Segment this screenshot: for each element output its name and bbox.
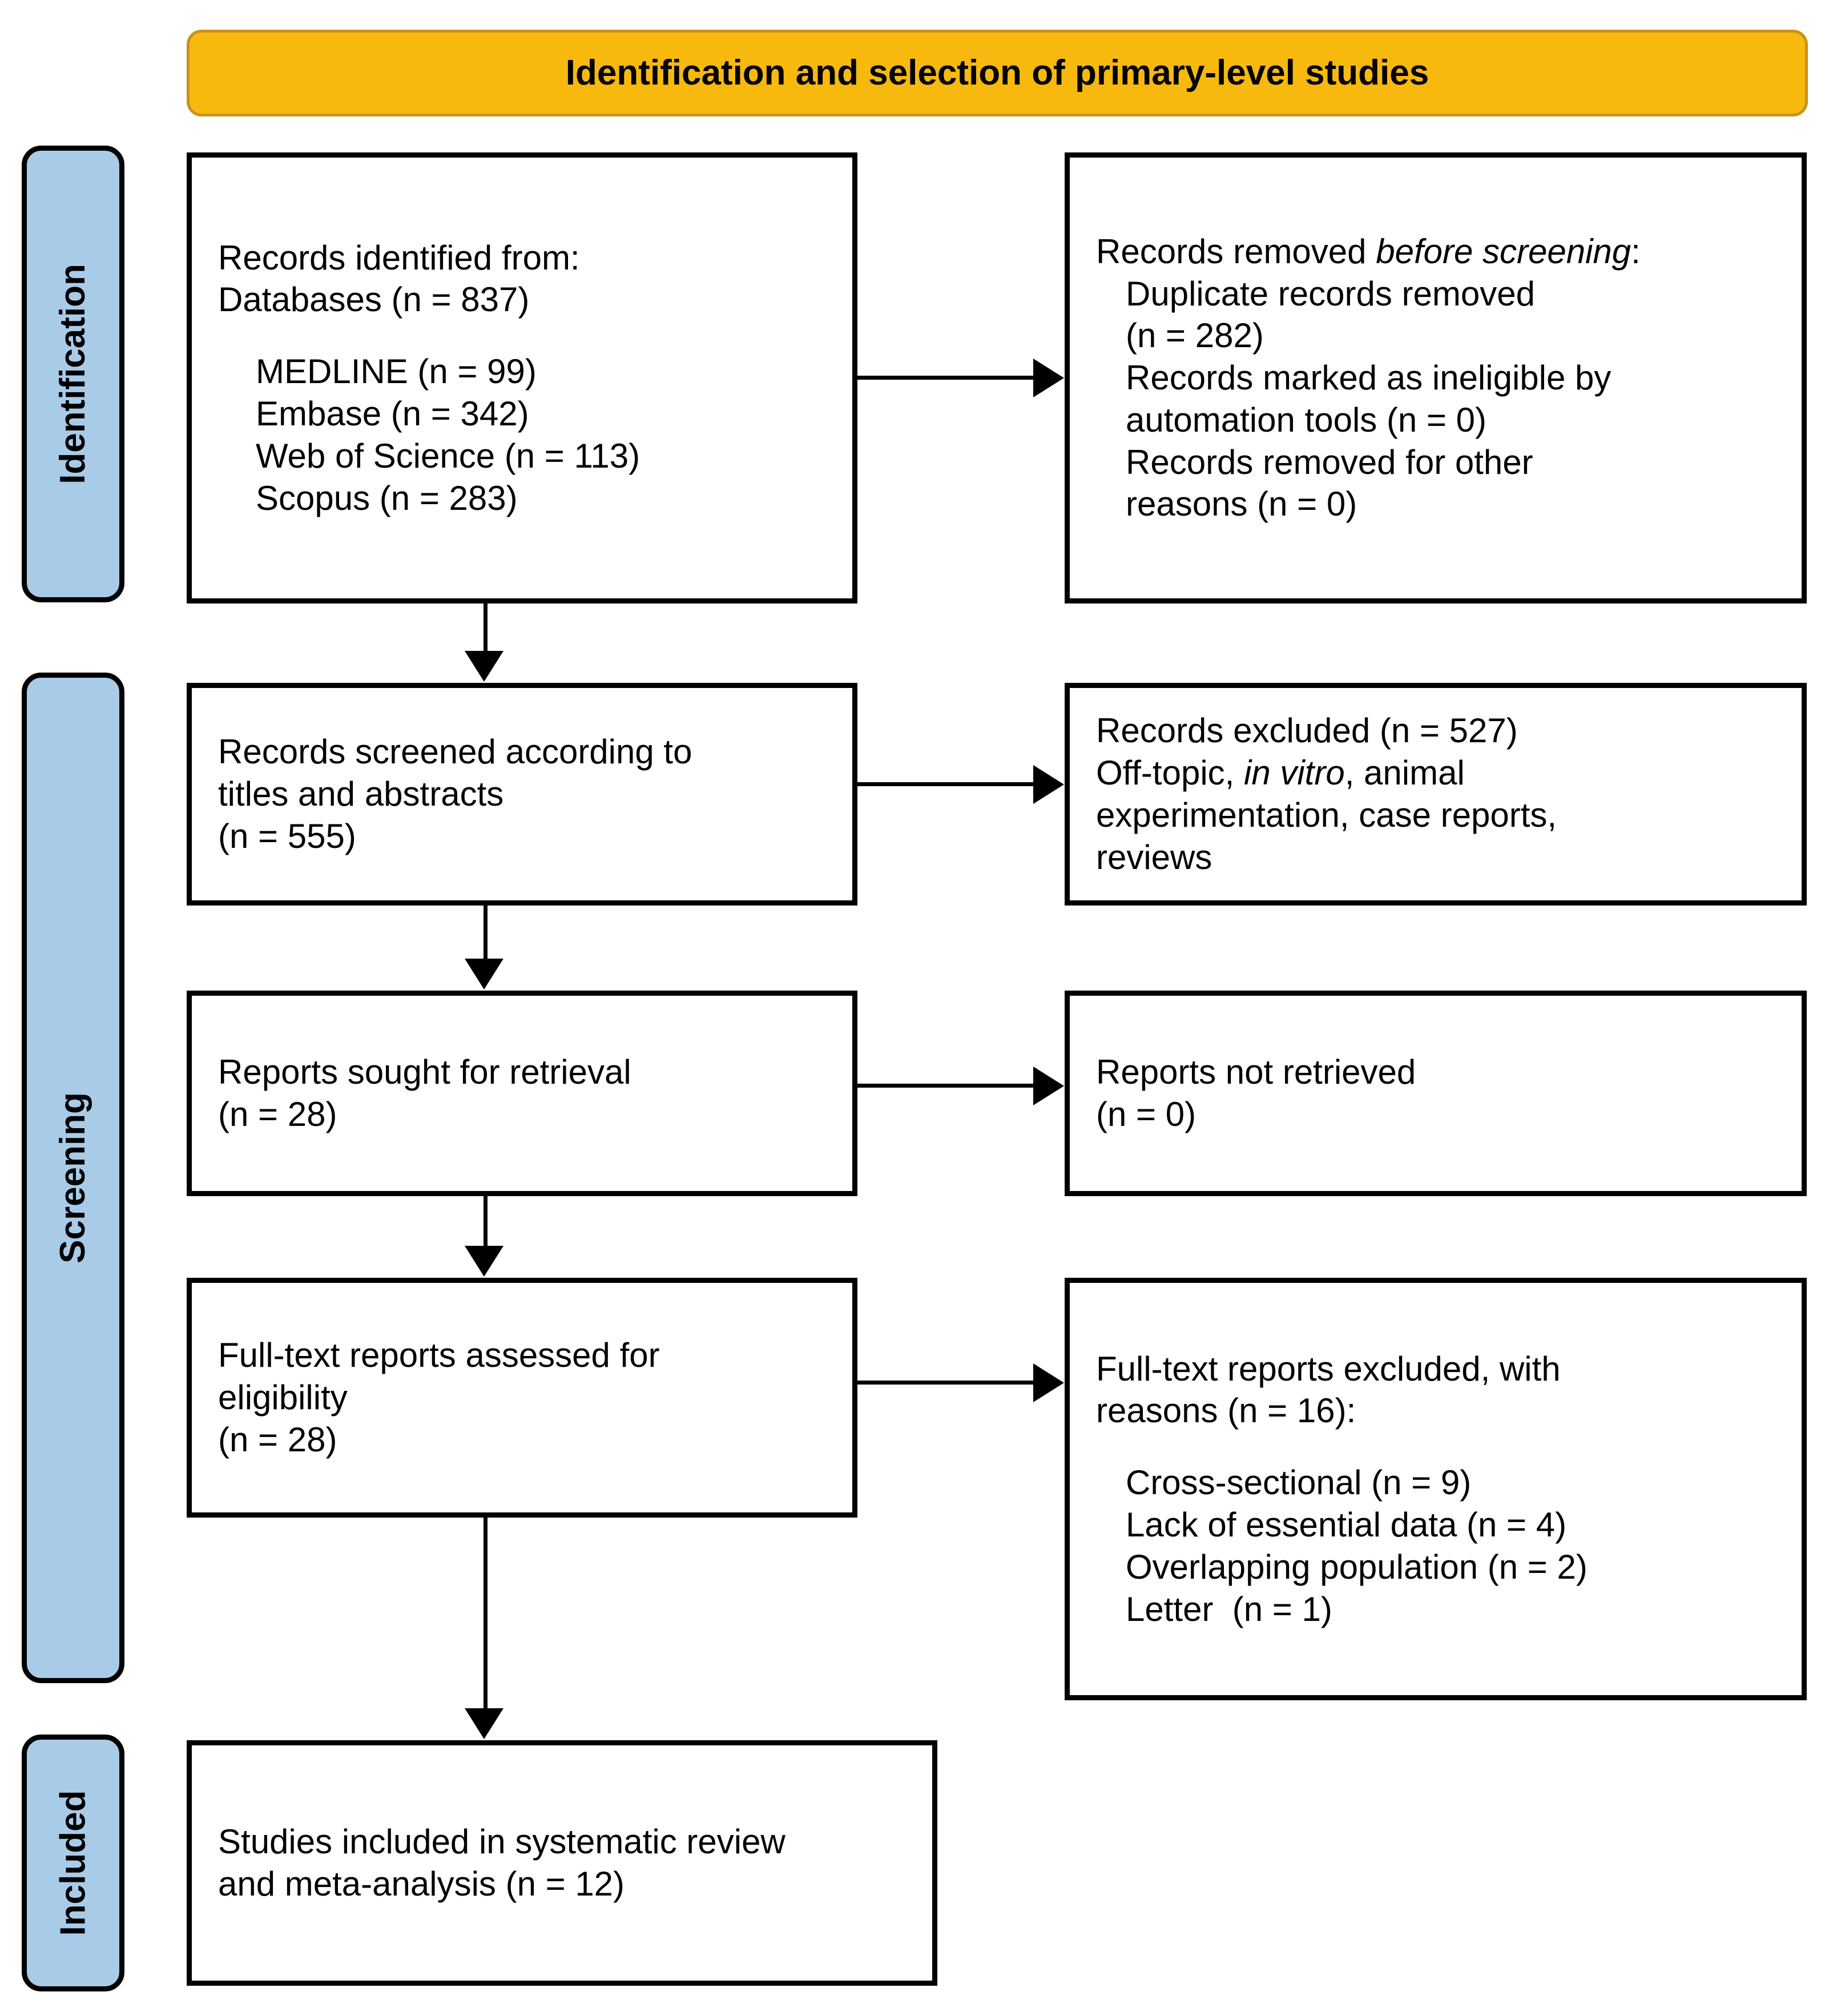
removed-item-automation: Records marked as ineligible by [1126,359,1612,397]
connector-eligibility-to-included-line [484,1518,488,1709]
exclusion-reason-lack-of-data: Lack of essential data (n = 4) [1126,1506,1567,1544]
source-web-of-science: Web of Science (n = 113) [256,436,640,475]
records-screened-line-1: Records screened according to [218,733,692,771]
excluded-reason-post: , animal [1344,754,1465,792]
reports-not-retrieved-label: Reports not retrieved [1096,1053,1416,1092]
connector-screened-to-sought-line [484,906,488,960]
arrow-down-icon-sought-to-eligibility [465,1246,503,1277]
records-screened-line-2: titles and abstracts [218,775,504,814]
exclusion-reason-letter: Letter (n = 1) [1126,1590,1332,1628]
records-screened-count: (n = 555) [218,816,356,855]
studies-included-line-1: Studies included in systematic review [218,1822,785,1861]
removed-item-other-count: reasons (n = 0) [1126,485,1357,524]
box-records-excluded: Records excluded (n = 527) Off-topic, in… [1065,683,1807,906]
eligibility-line-2: eligibility [218,1378,348,1417]
eligibility-line-1: Full-text reports assessed for [218,1336,660,1375]
arrow-right-icon-sought-to-not-retrieved [1033,1067,1064,1105]
stage-label-included: Included [53,1790,92,1936]
stage-label-identification: Identification [53,264,92,484]
removed-item-automation-count: automation tools (n = 0) [1126,400,1487,439]
arrow-down-icon-eligibility-to-included [465,1708,503,1739]
arrow-down-icon-screened-to-sought [465,959,503,989]
source-medline: MEDLINE (n = 99) [256,352,537,391]
records-identified-line-1: Records identified from: [218,238,580,277]
diagram-header-banner: Identification and selection of primary-… [187,30,1808,116]
records-excluded-count: Records excluded (n = 527) [1096,711,1518,750]
removed-item-duplicate-count: (n = 282) [1126,316,1264,355]
records-removed-heading-pre: Records removed [1096,232,1376,271]
exclusion-reason-cross-sectional: Cross-sectional (n = 9) [1126,1463,1472,1502]
eligibility-count: (n = 28) [218,1420,337,1459]
records-removed-heading-emphasis: before screening [1376,232,1631,271]
source-scopus: Scopus (n = 283) [256,478,518,517]
reports-sought-count: (n = 28) [218,1095,337,1133]
box-records-identified: Records identified from: Databases (n = … [187,152,857,603]
exclusion-reason-overlapping-population: Overlapping population (n = 2) [1126,1547,1588,1586]
arrow-right-icon-eligibility-to-ft-excluded [1033,1363,1064,1402]
connector-identified-to-removed-line [857,376,1034,380]
excluded-reason-pre: Off-topic, [1096,754,1244,792]
studies-included-line-2: and meta-analysis (n = 12) [218,1865,625,1903]
box-records-screened: Records screened according to titles and… [187,683,857,906]
records-removed-heading: Records removed before screening: [1096,231,1775,273]
connector-screened-to-excluded-line [857,782,1034,786]
removed-item-other: Records removed for other [1126,442,1533,481]
connector-sought-to-eligibility-line [484,1196,488,1248]
records-excluded-reasons-line-3: reviews [1096,838,1212,876]
box-reports-sought-for-retrieval: Reports sought for retrieval (n = 28) [187,991,857,1196]
diagram-title: Identification and selection of primary-… [565,53,1429,92]
reports-not-retrieved-count: (n = 0) [1096,1095,1196,1133]
connector-identified-to-screened-line [484,603,488,652]
connector-eligibility-to-ft-excluded-line [857,1381,1034,1385]
box-reports-not-retrieved: Reports not retrieved (n = 0) [1065,991,1807,1196]
fulltext-excluded-line-2: reasons (n = 16): [1096,1391,1356,1430]
stage-label-screening: Screening [53,1092,92,1263]
stage-bar-identification: Identification [22,146,124,602]
stage-bar-screening: Screening [22,673,124,1683]
fulltext-excluded-line-1: Full-text reports excluded, with [1096,1349,1561,1388]
excluded-reason-emphasis: in vitro [1243,754,1345,792]
stage-bar-included: Included [22,1735,124,1991]
source-embase: Embase (n = 342) [256,395,529,433]
arrow-right-icon-identified-to-removed [1033,359,1064,397]
box-fulltext-assessed-eligibility: Full-text reports assessed for eligibili… [187,1278,857,1518]
arrow-down-icon-identified-to-screened [465,651,503,682]
records-identified-line-2: Databases (n = 837) [218,280,530,319]
arrow-right-icon-screened-to-excluded [1033,765,1064,804]
reports-sought-label: Reports sought for retrieval [218,1053,631,1092]
connector-sought-to-not-retrieved-line [857,1084,1034,1088]
removed-item-duplicate: Duplicate records removed [1126,274,1535,313]
records-removed-heading-post: : [1631,232,1641,271]
box-records-removed-before-screening: Records removed before screening: Duplic… [1065,152,1807,603]
box-studies-included: Studies included in systematic review an… [187,1740,937,1986]
records-excluded-reasons-line-2: experimentation, case reports, [1096,796,1557,834]
records-excluded-reasons-line-1: Off-topic, in vitro, animal [1096,752,1775,794]
box-fulltext-excluded-with-reasons: Full-text reports excluded, with reasons… [1065,1278,1807,1700]
